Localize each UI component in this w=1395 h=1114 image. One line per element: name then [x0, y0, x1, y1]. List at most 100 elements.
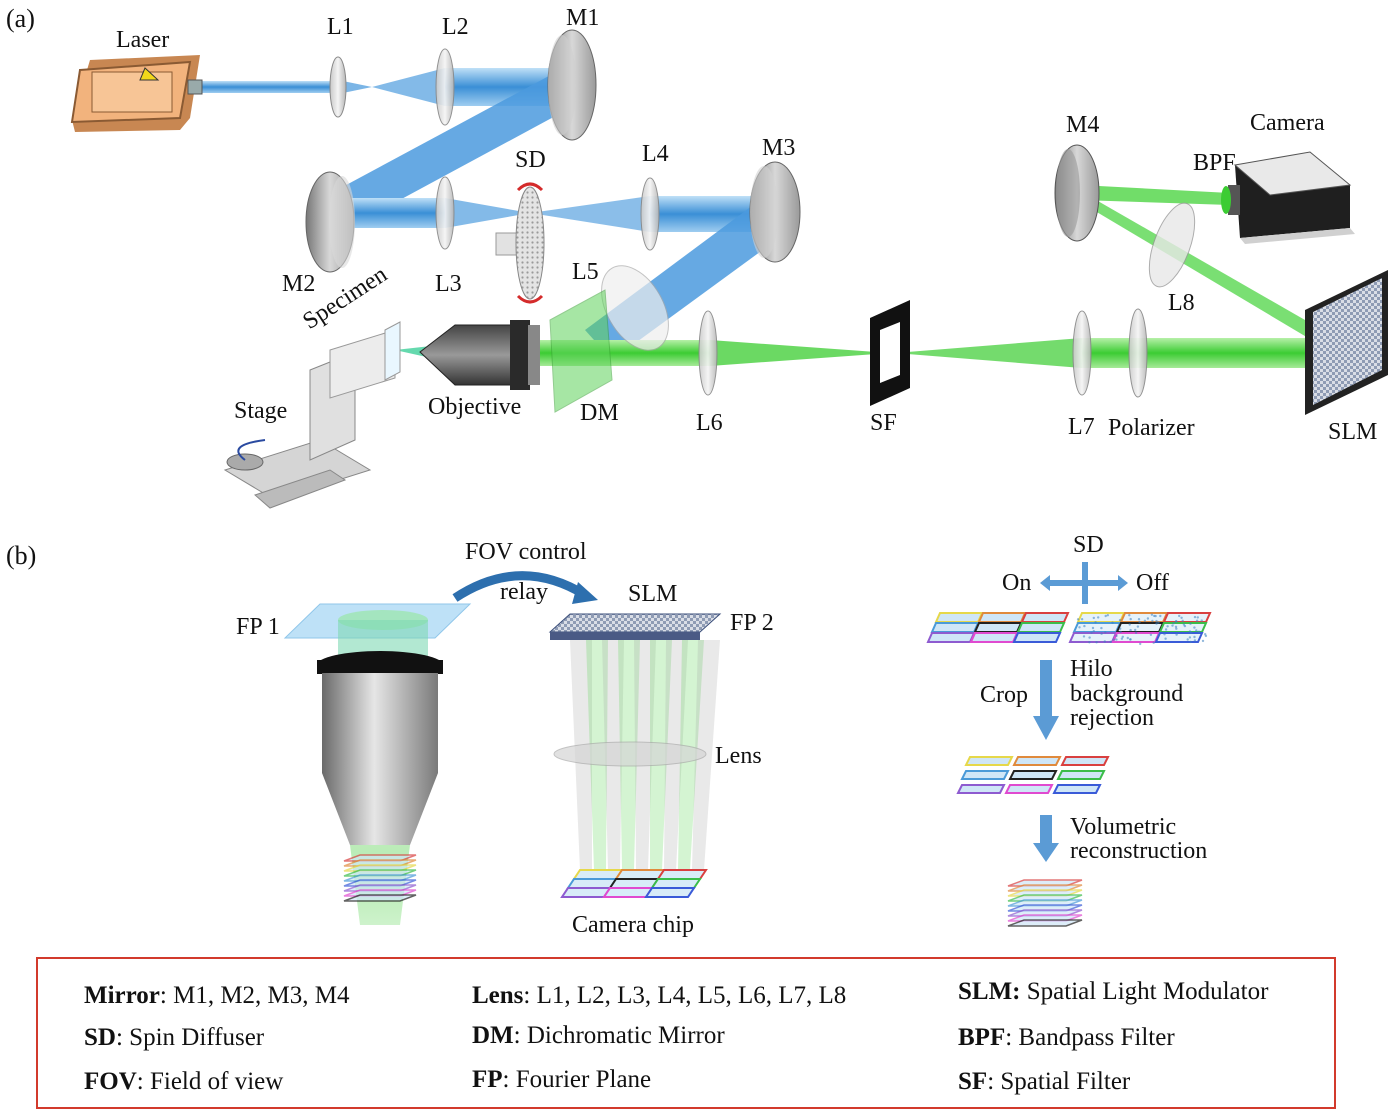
label-fp1: FP 1 [236, 615, 280, 639]
slm-device [1305, 270, 1388, 415]
lens-l4 [641, 178, 659, 250]
camera-chip-grid [562, 870, 706, 897]
label-fov-control: FOV control [465, 540, 587, 564]
speckle-dot [1166, 625, 1168, 627]
grid-tile [1018, 623, 1064, 632]
grid-tile [652, 879, 700, 888]
laser-device [72, 55, 202, 132]
lens-l3 [436, 177, 454, 249]
grid-off [1070, 613, 1210, 645]
down-arrow-volume [1033, 815, 1059, 862]
grid-tile [646, 888, 694, 897]
speckle-dot [1150, 634, 1152, 636]
label-vol-2: reconstruction [1070, 839, 1207, 863]
speckle-dot [1077, 618, 1079, 620]
speckle-dot [1165, 628, 1167, 630]
speckle-dot [1193, 636, 1195, 638]
legend-item-sf: SF: Spatial Filter [958, 1069, 1130, 1094]
speckle-dot [1144, 620, 1146, 622]
grid-tile [928, 633, 974, 642]
label-hilo-3: rejection [1070, 706, 1154, 730]
down-arrow-crop [1033, 660, 1059, 740]
grid-tile [962, 771, 1008, 779]
speckle-dot [1083, 625, 1085, 627]
speckle-dot [1196, 620, 1198, 622]
speckle-dot [1173, 622, 1175, 624]
speckle-dot [1194, 639, 1196, 641]
grid-tile [932, 623, 978, 632]
label-slm: SLM [1328, 420, 1377, 444]
speckle-dot [1093, 617, 1095, 619]
speckle-dot [1189, 641, 1191, 643]
speckle-dot [1081, 618, 1083, 620]
speckle-dot [1078, 626, 1080, 628]
speckle-dot [1134, 629, 1136, 631]
speckle-dot [1083, 635, 1085, 637]
speckle-dot [1198, 631, 1200, 633]
lens-l6 [699, 311, 717, 395]
speckle-dot [1190, 631, 1192, 633]
speckle-dot [1100, 633, 1102, 635]
speckle-dot [1159, 615, 1161, 617]
speckle-dot [1115, 635, 1117, 637]
polarizer [1129, 309, 1147, 397]
fov-stack-left [344, 855, 416, 901]
grid-tile [958, 785, 1004, 793]
speckle-dot [1090, 632, 1092, 634]
speckle-dot [1147, 617, 1149, 619]
grid-tile [616, 870, 664, 879]
label-fp2: FP 2 [730, 611, 774, 635]
speckle-dot [1197, 616, 1199, 618]
speckle-dot [1135, 632, 1137, 634]
speckle-dot [1088, 636, 1090, 638]
label-off: Off [1136, 571, 1169, 595]
grid-tile [1113, 633, 1159, 642]
label-crop: Crop [980, 683, 1028, 707]
label-hilo-1: Hilo [1070, 657, 1113, 681]
speckle-dot [1180, 617, 1182, 619]
grid-tile [1054, 785, 1100, 793]
grid-cropped [958, 757, 1108, 793]
speckle-dot [1178, 615, 1180, 617]
label-m1: M1 [566, 6, 599, 30]
speckle-dot [1202, 640, 1204, 642]
speckle-dot [1163, 633, 1165, 635]
speckle-dot [1095, 641, 1097, 643]
label-l4: L4 [642, 142, 669, 166]
label-polarizer: Polarizer [1108, 416, 1195, 440]
speckle-dot [1182, 620, 1184, 622]
speckle-dot [1122, 636, 1124, 638]
speckle-dot [1175, 621, 1177, 623]
legend-item-fp: FP: Fourier Plane [472, 1067, 651, 1092]
speckle-dot [1158, 634, 1160, 636]
mirror-m1 [548, 30, 596, 140]
speckle-dot [1151, 620, 1153, 622]
label-l1: L1 [327, 15, 354, 39]
speckle-dot [1092, 627, 1094, 629]
label-relay: relay [500, 580, 548, 604]
speckle-dot [1155, 620, 1157, 622]
legend-item-fov: FOV: Field of view [84, 1069, 283, 1094]
lens-l2 [436, 49, 454, 125]
label-l2: L2 [442, 15, 469, 39]
grid-on [928, 613, 1068, 642]
speckle-dot [1113, 638, 1115, 640]
speckle-dot [1138, 621, 1140, 623]
label-m4: M4 [1066, 113, 1099, 137]
legend-item-mirror: Mirror: M1, M2, M3, M4 [84, 983, 350, 1008]
lens-b [554, 742, 706, 766]
label-sd: SD [515, 148, 546, 172]
label-sf: SF [870, 411, 897, 435]
label-l3: L3 [435, 272, 462, 296]
speckle-dot [1119, 631, 1121, 633]
speckle-dot [1129, 629, 1131, 631]
speckle-dot [1154, 615, 1156, 617]
mirror-m2 [306, 172, 355, 272]
speckle-dot [1097, 616, 1099, 618]
legend-item-dm: DM: Dichromatic Mirror [472, 1023, 725, 1048]
label-camera: Camera [1250, 111, 1325, 135]
grid-tile [610, 879, 658, 888]
label-slm-b: SLM [628, 582, 677, 606]
grid-tile [1070, 633, 1116, 642]
